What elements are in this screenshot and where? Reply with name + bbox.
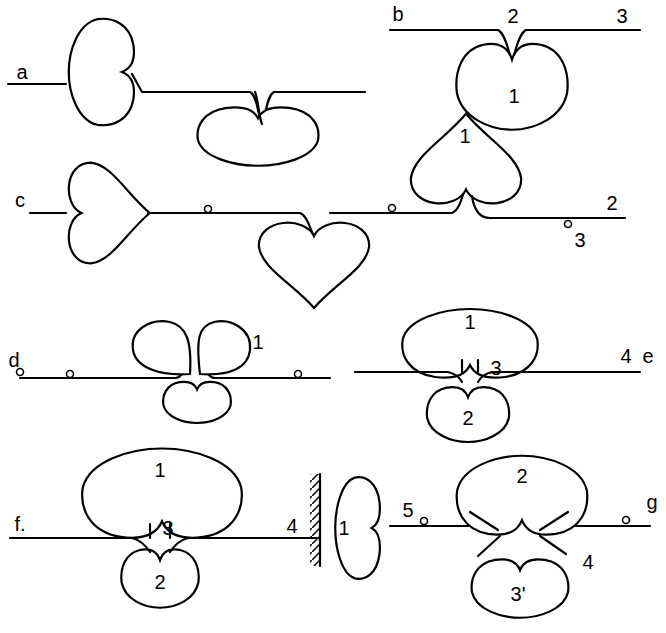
callout-number: 1 xyxy=(153,460,166,480)
panel-letter: e xyxy=(641,346,654,366)
panel-letter: g xyxy=(645,492,658,512)
callout-number: 4 xyxy=(285,516,298,536)
callout-number: 1 xyxy=(458,126,471,146)
callout-number: 5 xyxy=(401,500,414,520)
callout-number: 2 xyxy=(506,6,519,26)
callout-number: 4 xyxy=(619,346,632,366)
callout-number: 1 xyxy=(251,332,264,352)
callout-number: 1 xyxy=(337,518,350,538)
panel-letter: d xyxy=(7,350,20,370)
callout-number: 3 xyxy=(161,518,174,538)
callout-number: 2 xyxy=(515,466,528,486)
panel-letter: b xyxy=(391,4,404,24)
callout-number: 1 xyxy=(463,312,476,332)
callout-number: 1 xyxy=(507,86,520,106)
callout-number: 2 xyxy=(605,193,618,213)
callout-number: 3 xyxy=(615,6,628,26)
panel-letter: a xyxy=(15,62,28,82)
callout-number: 2 xyxy=(461,408,474,428)
callout-number: 2 xyxy=(153,572,166,592)
callout-number: 3 xyxy=(489,358,502,378)
callout-number: 4 xyxy=(581,552,594,572)
callout-number: 3 xyxy=(573,230,586,250)
panel-letter: c xyxy=(14,190,26,210)
callout-number: 3' xyxy=(510,584,527,604)
panel-letter: f. xyxy=(13,514,26,534)
